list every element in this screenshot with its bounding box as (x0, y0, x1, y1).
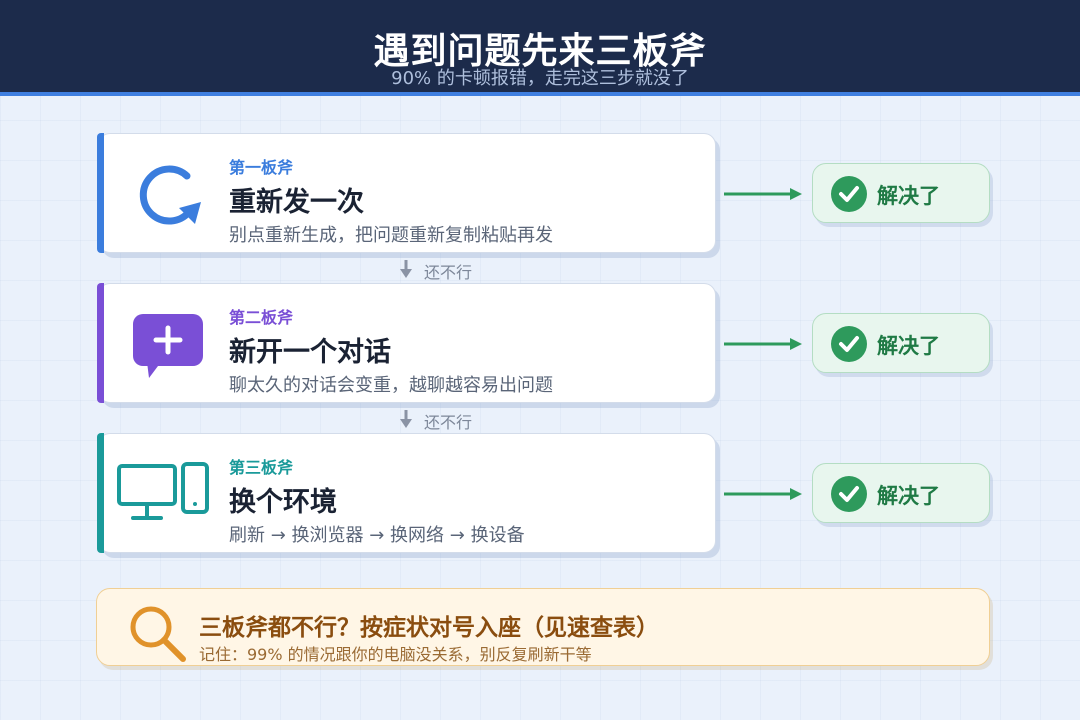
step-card-1: 第一板斧 重新发一次 别点重新生成，把问题重新复制粘贴再发 (97, 133, 716, 253)
refresh-icon (139, 165, 201, 225)
check-circle-icon (831, 476, 867, 512)
arrow-right-icon (724, 488, 802, 500)
step-accent-bar (97, 433, 104, 553)
resolved-badge: 解决了 (812, 163, 990, 223)
devices-icon (117, 462, 209, 520)
resolved-text: 解决了 (877, 334, 940, 358)
connector-text: 还不行 (424, 263, 473, 282)
header: 遇到问题先来三板斧 90% 的卡顿报错，走完这三步就没了 (0, 0, 1080, 96)
tip-description: 记住：99% 的情况跟你的电脑没关系，别反复刷新干等 (199, 645, 592, 664)
magnifier-icon (130, 606, 186, 662)
step-description: 聊太久的对话会变重，越聊越容易出问题 (229, 375, 553, 396)
step-accent-bar (97, 283, 104, 403)
step-card-2: 第二板斧 新开一个对话 聊太久的对话会变重，越聊越容易出问题 (97, 283, 716, 403)
arrow-right-icon (724, 338, 802, 350)
new-chat-icon (133, 314, 203, 378)
step-label: 第三板斧 (229, 458, 294, 477)
check-circle-icon (831, 176, 867, 212)
page-subtitle: 90% 的卡顿报错，走完这三步就没了 (391, 68, 689, 89)
step-accent-bar (97, 133, 104, 253)
step-description: 刷新 → 换浏览器 → 换网络 → 换设备 (229, 525, 525, 546)
arrow-down-icon (400, 410, 412, 428)
step-heading: 重新发一次 (229, 187, 364, 218)
step-heading: 换个环境 (229, 487, 337, 518)
step-label: 第二板斧 (229, 308, 294, 327)
resolved-badge: 解决了 (812, 463, 990, 523)
arrow-right-icon (724, 188, 802, 200)
check-circle-icon (831, 326, 867, 362)
step-label: 第一板斧 (229, 158, 294, 177)
step-description: 别点重新生成，把问题重新复制粘贴再发 (229, 225, 553, 246)
resolved-badge: 解决了 (812, 313, 990, 373)
resolved-text: 解决了 (877, 184, 940, 208)
arrow-down-icon (400, 260, 412, 278)
step-card-3: 第三板斧 换个环境 刷新 → 换浏览器 → 换网络 → 换设备 (97, 433, 716, 553)
tip-heading: 三板斧都不行？按症状对号入座（见速查表） (199, 615, 659, 641)
connector-text: 还不行 (424, 413, 473, 432)
page-title: 遇到问题先来三板斧 (373, 31, 707, 72)
resolved-text: 解决了 (877, 484, 940, 508)
tip-box: 三板斧都不行？按症状对号入座（见速查表） 记住：99% 的情况跟你的电脑没关系，… (96, 588, 990, 666)
step-heading: 新开一个对话 (229, 337, 391, 368)
